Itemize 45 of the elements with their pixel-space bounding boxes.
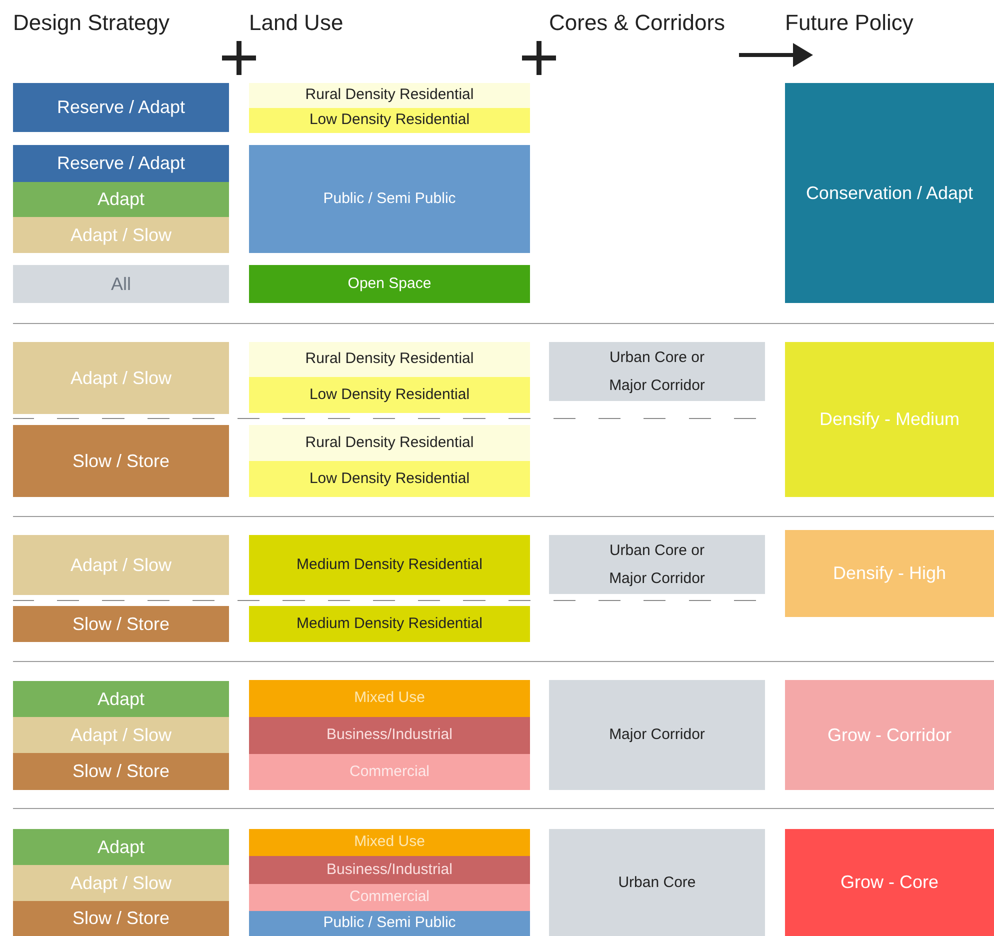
- policy-box: Grow - Core: [785, 829, 994, 936]
- strategy-box: Adapt / Slow: [13, 865, 229, 901]
- land-use-box: Public / Semi Public: [249, 911, 530, 936]
- land-use-box: Public / Semi Public: [249, 145, 530, 253]
- land-use-box: Business/Industrial: [249, 717, 530, 754]
- corridor-box: Urban Core: [549, 829, 765, 936]
- strategy-box: Adapt / Slow: [13, 717, 229, 753]
- corridor-box: Urban Core or Major Corridor: [549, 535, 765, 594]
- land-use-box: Rural Density Residential: [249, 342, 530, 377]
- land-use-box: Open Space: [249, 265, 530, 303]
- strategy-box: Slow / Store: [13, 425, 229, 497]
- land-use-box: Low Density Residential: [249, 108, 530, 133]
- column-heading: Design Strategy: [13, 9, 170, 37]
- strategy-box: Adapt / Slow: [13, 535, 229, 595]
- strategy-box: Adapt / Slow: [13, 217, 229, 253]
- strategy-box: Adapt / Slow: [13, 342, 229, 414]
- land-use-box: Business/Industrial: [249, 856, 530, 884]
- policy-box: Grow - Corridor: [785, 680, 994, 790]
- strategy-box: Reserve / Adapt: [13, 145, 229, 182]
- strategy-box: All: [13, 265, 229, 303]
- column-heading: Land Use: [249, 9, 344, 37]
- land-use-box: Medium Density Residential: [249, 535, 530, 595]
- land-use-box: Mixed Use: [249, 829, 530, 856]
- column-heading: Future Policy: [785, 9, 914, 37]
- land-use-box: Rural Density Residential: [249, 425, 530, 461]
- policy-box: Densify - Medium: [785, 342, 994, 497]
- strategy-box: Slow / Store: [13, 606, 229, 642]
- policy-box: Conservation / Adapt: [785, 83, 994, 303]
- column-heading: Cores & Corridors: [549, 9, 726, 37]
- land-use-box: Commercial: [249, 884, 530, 911]
- land-use-box: Rural Density Residential: [249, 83, 530, 108]
- corridor-box: Urban Core or Major Corridor: [549, 342, 765, 401]
- land-use-box: Low Density Residential: [249, 461, 530, 497]
- strategy-box: Adapt: [13, 829, 229, 865]
- policy-box: Densify - High: [785, 530, 994, 617]
- land-use-box: Mixed Use: [249, 680, 530, 717]
- land-use-box: Commercial: [249, 754, 530, 790]
- strategy-box: Slow / Store: [13, 901, 229, 936]
- strategy-box: Adapt: [13, 681, 229, 717]
- land-use-box: Medium Density Residential: [249, 606, 530, 642]
- strategy-box: Adapt: [13, 182, 229, 217]
- corridor-box: Major Corridor: [549, 680, 765, 790]
- strategy-box: Reserve / Adapt: [13, 83, 229, 132]
- land-use-box: Low Density Residential: [249, 377, 530, 413]
- strategy-box: Slow / Store: [13, 753, 229, 790]
